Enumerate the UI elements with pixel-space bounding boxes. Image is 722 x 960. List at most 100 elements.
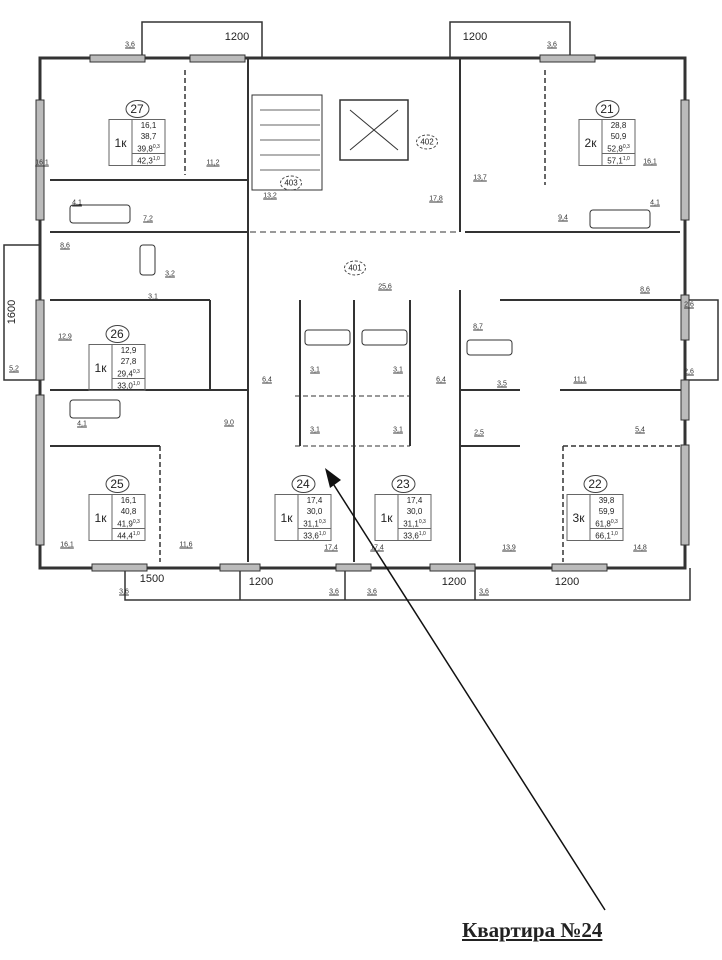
apartment-type: 1к: [88, 345, 113, 390]
room-area: 5,4: [635, 426, 645, 434]
area-with-balcony: 41,9: [117, 519, 133, 529]
coef: 1,0: [610, 531, 618, 537]
room-area: 3,5: [497, 380, 507, 388]
total-area: 30,0: [306, 507, 323, 516]
full-area: 33,6: [303, 531, 319, 541]
apartment-number: 21: [595, 100, 619, 118]
dimension-label: 1500: [139, 573, 165, 585]
apartment-type: 1к: [88, 495, 113, 540]
room-area: 3,6: [329, 588, 339, 596]
total-area: 40,8: [120, 507, 137, 516]
arrow-head-icon: [325, 468, 341, 488]
room-area: 11,2: [206, 159, 220, 167]
room-area: 17,4: [370, 544, 384, 552]
full-area: 57,1: [607, 156, 623, 166]
coef: 1,0: [132, 531, 140, 537]
room-area: 11,6: [179, 541, 193, 549]
apartment-number: 25: [105, 475, 129, 493]
room-number-402: 402: [416, 134, 438, 150]
full-area: 66,1: [595, 531, 611, 541]
coef: 1,0: [318, 531, 326, 537]
room-area: 5,2: [9, 365, 19, 373]
room-area: 9,0: [224, 419, 234, 427]
living-area: 12,9: [120, 346, 137, 355]
room-number-403: 403: [280, 175, 302, 191]
total-area: 59,9: [598, 507, 615, 516]
area-with-balcony: 39,8: [137, 144, 153, 154]
room-area: 7,2: [143, 215, 153, 223]
room-area: 17,4: [324, 544, 338, 552]
room-area: 3,1: [393, 426, 403, 434]
room-area: 11,1: [573, 376, 587, 384]
area-with-balcony: 52,8: [607, 144, 623, 154]
coef: 0,3: [418, 519, 426, 525]
living-area: 17,4: [406, 496, 423, 505]
room-area: 3,2: [165, 270, 175, 278]
apartment-number: 22: [583, 475, 607, 493]
dimension-label: 1600: [6, 299, 18, 325]
full-area: 44,4: [117, 531, 133, 541]
coef: 0,3: [610, 519, 618, 525]
total-area: 27,8: [120, 357, 137, 366]
full-area: 33,6: [403, 531, 419, 541]
room-area: 13,7: [473, 174, 487, 182]
room-area: 16,1: [60, 541, 74, 549]
apartment-type: 1к: [374, 495, 399, 540]
room-area: 3,6: [119, 588, 129, 596]
dimension-label: 1200: [462, 31, 488, 43]
room-area: 2,5: [474, 429, 484, 437]
room-area: 3,6: [547, 41, 557, 49]
room-area: 6,4: [262, 376, 272, 384]
room-area: 4,1: [650, 199, 660, 207]
room-area: 2,6: [684, 368, 694, 376]
room-area: 8,6: [640, 286, 650, 294]
room-area: 17,8: [429, 195, 443, 203]
room-area: 12,9: [58, 333, 72, 341]
room-area: 3,1: [148, 293, 158, 301]
coef: 0,3: [622, 144, 630, 150]
room-area: 25,6: [378, 283, 392, 291]
total-area: 30,0: [406, 507, 423, 516]
apartment-caption: Квартира №24: [462, 918, 603, 942]
room-area: 9,4: [558, 214, 568, 222]
coef: 0,3: [318, 519, 326, 525]
room-area: 8,6: [60, 242, 70, 250]
coef: 1,0: [132, 381, 140, 387]
room-area: 16,1: [643, 158, 657, 166]
coef: 0,3: [132, 519, 140, 525]
apartment-type: 3к: [566, 495, 591, 540]
full-area: 33,0: [117, 381, 133, 391]
room-area: 16,1: [35, 159, 49, 167]
room-area: 13,9: [502, 544, 516, 552]
living-area: 28,8: [610, 121, 627, 130]
total-area: 38,7: [140, 132, 157, 141]
room-area: 8,7: [473, 323, 483, 331]
apartment-type: 2к: [578, 120, 603, 165]
room-area: 3,6: [479, 588, 489, 596]
pointer-arrow: [331, 481, 606, 911]
room-area: 4,1: [77, 420, 87, 428]
full-area: 42,3: [137, 156, 153, 166]
room-area: 14,8: [633, 544, 647, 552]
room-area: 4,1: [72, 199, 82, 207]
dimension-label: 1200: [224, 31, 250, 43]
apartment-type: 1к: [108, 120, 133, 165]
apartment-number: 27: [125, 100, 149, 118]
dimension-label: 1200: [554, 576, 580, 588]
area-with-balcony: 31,1: [403, 519, 419, 529]
room-area: 6,4: [436, 376, 446, 384]
coef: 1,0: [622, 156, 630, 162]
room-area: 3,1: [310, 366, 320, 374]
apartment-number: 26: [105, 325, 129, 343]
living-area: 39,8: [598, 496, 615, 505]
room-area: 3,6: [125, 41, 135, 49]
room-area: 3,1: [310, 426, 320, 434]
area-with-balcony: 31,1: [303, 519, 319, 529]
